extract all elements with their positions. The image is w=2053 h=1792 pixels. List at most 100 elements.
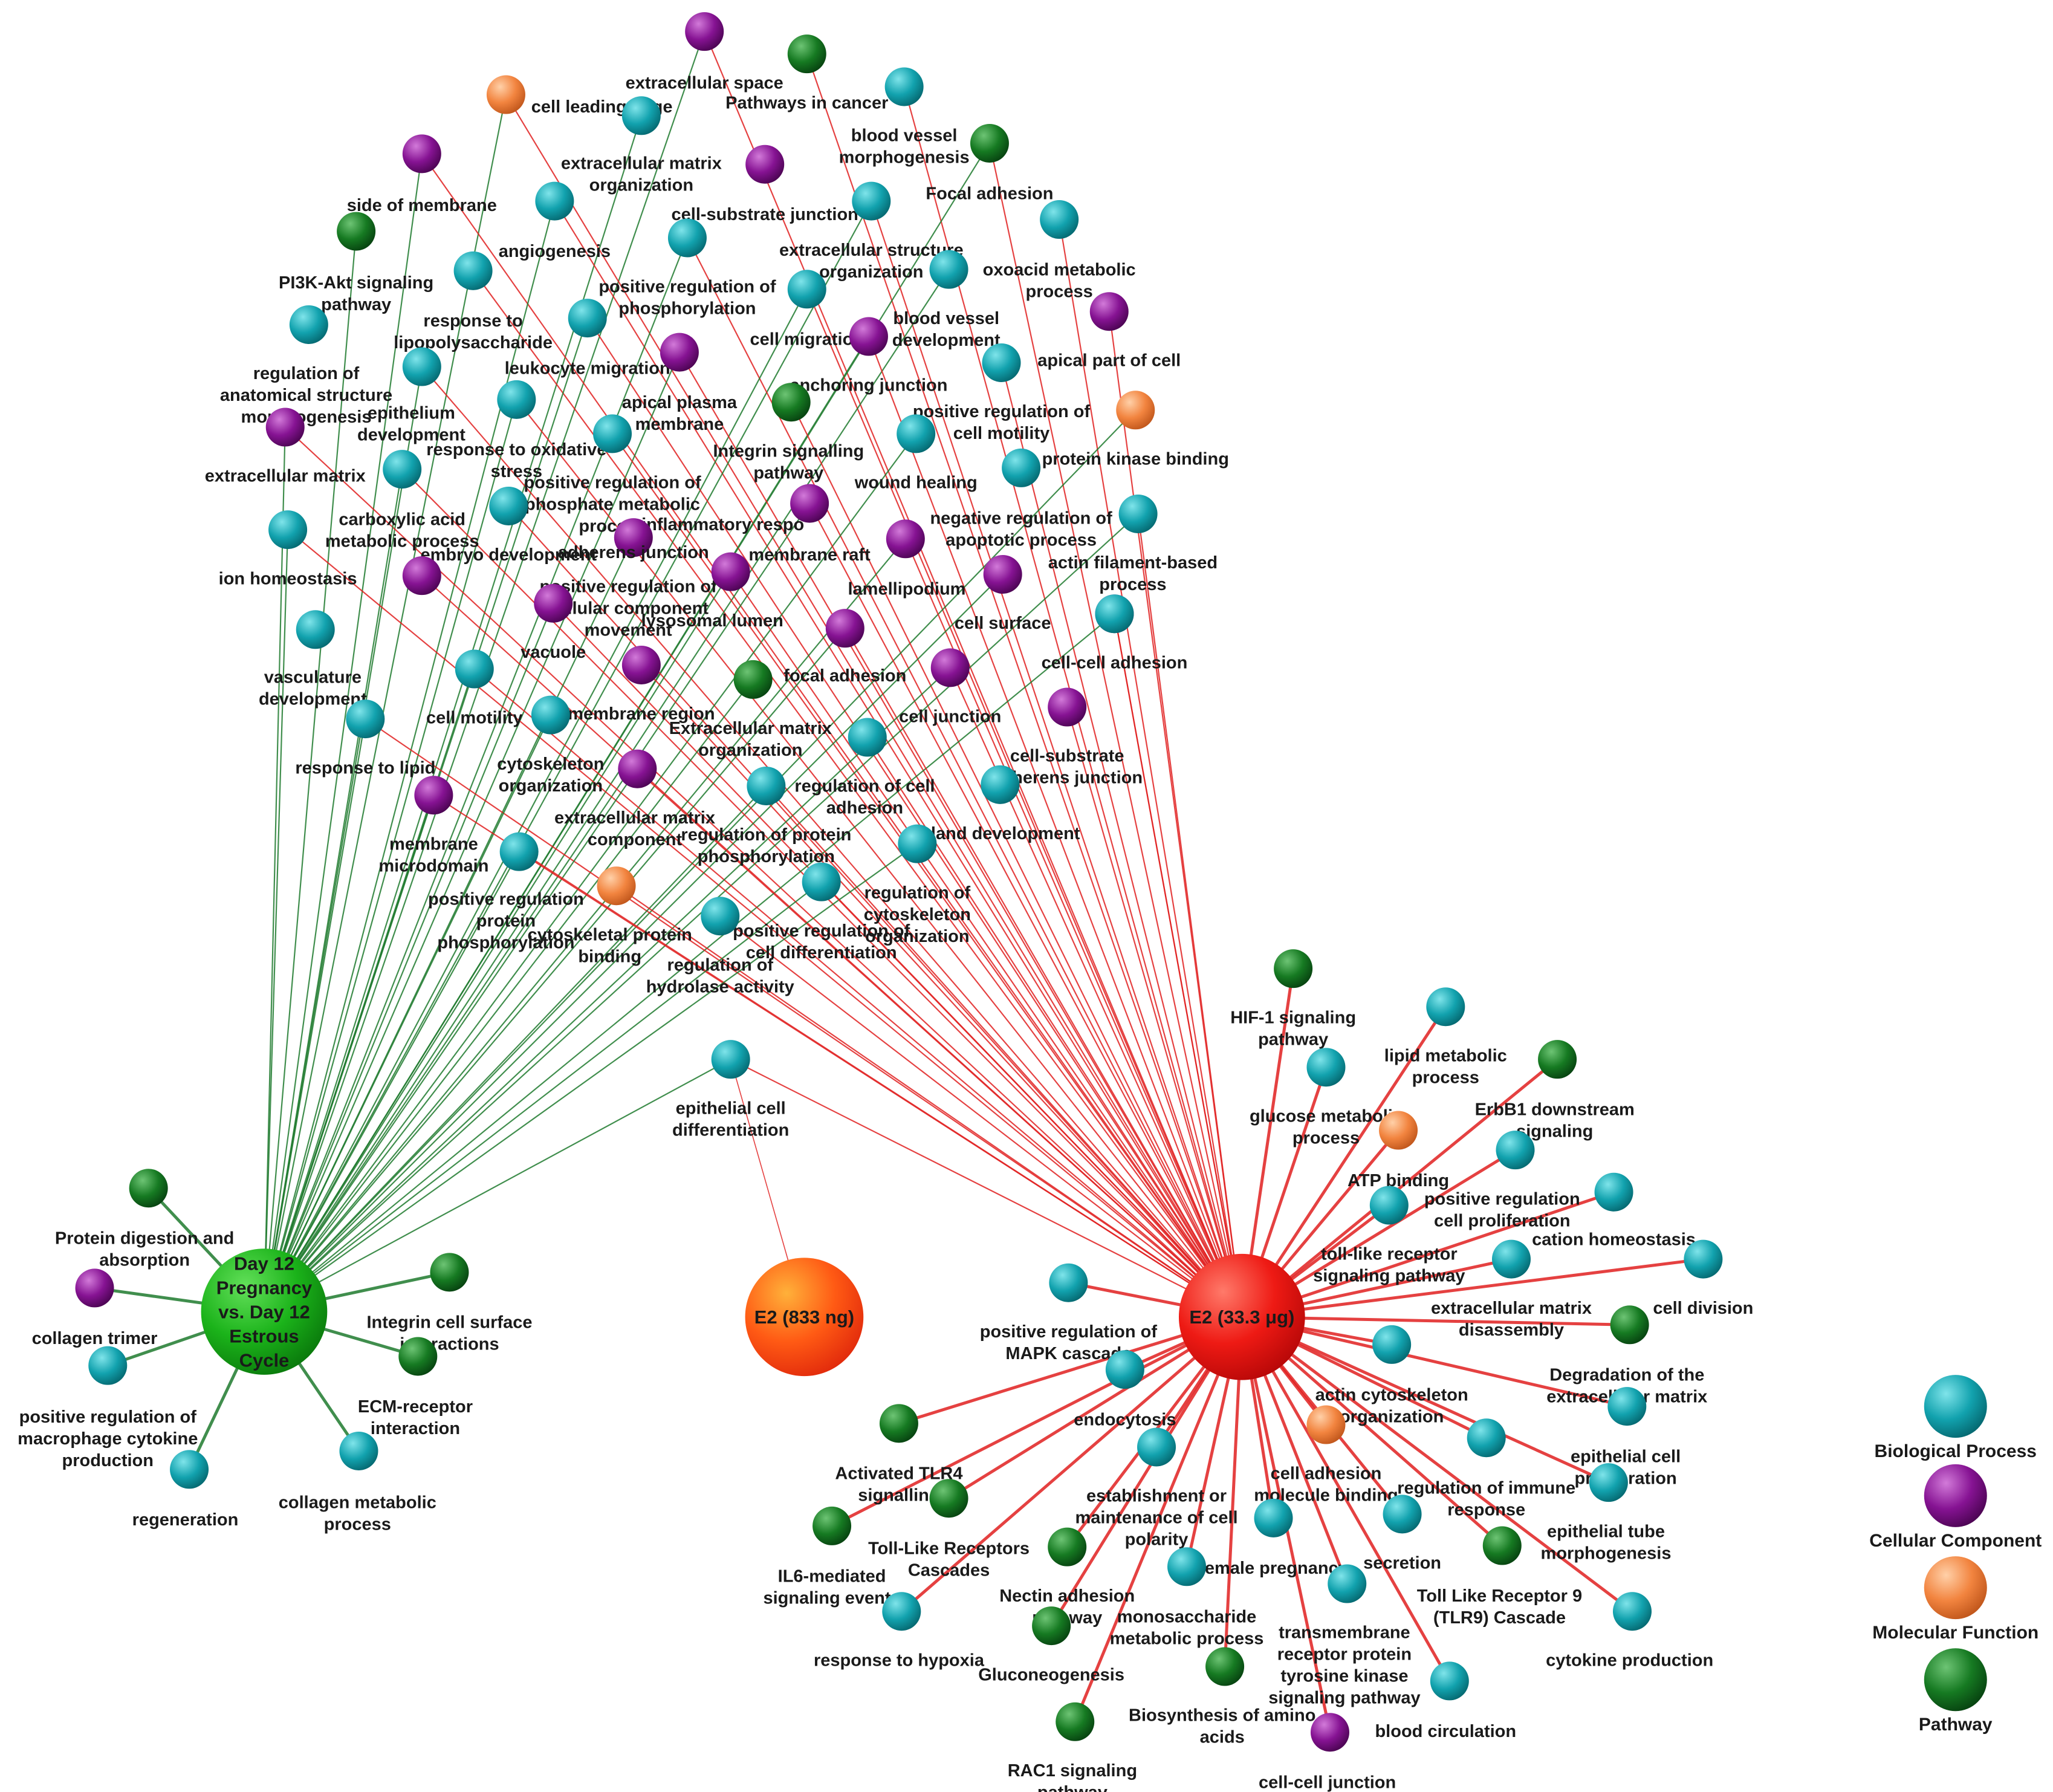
node-n07[interactable]: Focal adhesion [926, 123, 1054, 203]
node-n36[interactable]: embryo development [420, 486, 597, 565]
node-n44[interactable]: cell-cell adhesion [1042, 594, 1188, 672]
node-n95[interactable]: secretion [1363, 1495, 1441, 1573]
node-n50[interactable]: cell junction [899, 648, 1001, 727]
node-n57[interactable]: gland development [920, 765, 1080, 843]
node-n41[interactable]: lamellipodium [848, 554, 1022, 599]
node-n102[interactable]: cytokine production [1546, 1592, 1713, 1670]
node-n03[interactable]: Pathways in cancer [725, 34, 888, 112]
node-n70[interactable]: regeneration [132, 1450, 239, 1530]
node-n78[interactable]: cation homeostasis [1532, 1172, 1696, 1250]
node-n29[interactable]: wound healing [854, 414, 978, 493]
node-n47[interactable]: cell motility [426, 649, 523, 728]
node-n32[interactable]: inflammatory respo [641, 484, 829, 535]
node-n19[interactable]: leukocyte migration [505, 299, 670, 378]
node-n66[interactable]: collagen trimer [32, 1268, 158, 1348]
node-n106[interactable]: cell-cell junction [1259, 1713, 1396, 1792]
node-n43[interactable]: vacuole [521, 583, 586, 662]
node-n48[interactable]: membrane region [568, 645, 715, 724]
node-n76[interactable]: ATP binding [1348, 1111, 1449, 1190]
node-n38[interactable]: membrane raft [748, 519, 925, 565]
node-n28[interactable]: extracellular matrix [205, 407, 366, 486]
node-n25[interactable]: protein kinase binding [1042, 391, 1229, 469]
node-n46[interactable]: focal adhesion [783, 609, 906, 686]
node-n101[interactable]: Gluconeogenesis [978, 1606, 1124, 1684]
node-n08[interactable]: side of membrane [347, 134, 497, 215]
node-n85[interactable]: endocytosis [1074, 1350, 1176, 1430]
node-n80[interactable]: cell division [1653, 1239, 1753, 1318]
node-n104[interactable]: blood circulation [1375, 1661, 1516, 1741]
hub-e2_833[interactable]: E2 (833 ng) [745, 1258, 864, 1377]
node-n94[interactable]: female pregnancy [1199, 1498, 1348, 1578]
hub-e2_333[interactable]: E2 (33.3 μg) [1178, 1253, 1305, 1380]
node-n52[interactable]: response to lipid [295, 700, 435, 778]
node-n98[interactable]: Toll Like Receptor 9(TLR9) Cascade [1417, 1526, 1582, 1628]
node-n09[interactable]: cell-substrate junction [672, 144, 858, 224]
node-n100[interactable]: response to hypoxia [814, 1592, 985, 1670]
node-n18[interactable]: apical part of cell [1037, 292, 1181, 370]
node-n35[interactable]: ion homeostasis [219, 510, 357, 588]
node-n40[interactable]: lysosomal lumen [641, 552, 783, 631]
node-n20[interactable]: anchoring junction [790, 317, 947, 395]
node-n37[interactable]: adherens junction [558, 518, 709, 562]
node-n02[interactable]: extracellular space [626, 12, 783, 93]
node-n59[interactable]: positive regulationproteinphosphorylatio… [428, 832, 584, 953]
